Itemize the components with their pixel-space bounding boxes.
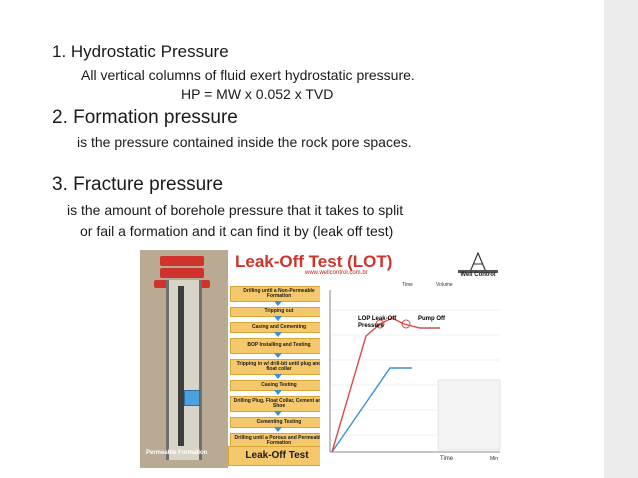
arrow-icon <box>274 316 282 321</box>
step-7: Drilling Plug, Float Collar, Cement and … <box>230 396 328 412</box>
arrow-icon <box>274 301 282 306</box>
brand-label: Well Control <box>460 272 496 278</box>
permeable-formation-label: Permeable Formation <box>146 450 208 456</box>
well-control-logo: Well Control <box>448 251 508 282</box>
arrow-icon <box>274 332 282 337</box>
drill-string <box>178 286 184 446</box>
pump-off-label: Pump Off <box>418 316 445 322</box>
lot-url: www.wellcontrol.com.br <box>305 270 368 276</box>
heading-fracture: 3. Fracture pressure <box>52 174 224 195</box>
x-axis-label: Time <box>440 456 454 462</box>
lop-marker <box>375 319 385 329</box>
bop-top <box>160 256 204 266</box>
final-step-leak-off: Leak-Off Test <box>228 446 326 466</box>
lot-chart <box>320 280 512 466</box>
leak-off-test-figure: Permeable Formation Leak-Off Test (LOT) … <box>140 250 512 468</box>
text-fracture-line2: or fail a formation and it can find it b… <box>80 223 394 239</box>
plug-collar-icon <box>184 390 200 406</box>
lot-title: Leak-Off Test (LOT) <box>235 252 393 271</box>
volume-line <box>331 367 412 453</box>
casing-shaft <box>166 280 202 460</box>
bop-middle <box>160 268 204 278</box>
text-hydrostatic-def: All vertical columns of fluid exert hydr… <box>81 67 415 83</box>
arrow-icon <box>274 374 282 379</box>
heading-formation: 2. Formation pressure <box>52 107 238 128</box>
pressure-line <box>331 317 440 453</box>
pump-off-marker <box>401 319 411 329</box>
arrow-icon <box>274 353 282 358</box>
arrow-icon <box>274 390 282 395</box>
lop-label: LOP Leak-Off Pressure <box>358 316 397 329</box>
legend-volume: Volume <box>436 282 453 288</box>
arrow-icon <box>274 427 282 432</box>
step-4: BOP Installing and Testing <box>230 338 328 354</box>
data-table-icon <box>437 379 501 451</box>
x-axis-unit: Min <box>490 456 499 462</box>
text-formation-def: is the pressure contained inside the roc… <box>77 134 412 150</box>
step-1: Drilling until a Non-Permeable Formation <box>230 286 328 302</box>
heading-hydrostatic: 1. Hydrostatic Pressure <box>52 42 229 61</box>
derrick-icon <box>458 251 498 273</box>
step-5: Tripping in w/ drill-bit until plug and … <box>230 359 328 375</box>
legend-time: Time <box>402 282 413 288</box>
text-hp-formula: HP = MW x 0.052 x TVD <box>181 86 334 102</box>
text-fracture-line1: is the amount of borehole pressure that … <box>67 202 404 218</box>
arrow-icon <box>274 411 282 416</box>
right-edge-bar <box>604 0 638 478</box>
